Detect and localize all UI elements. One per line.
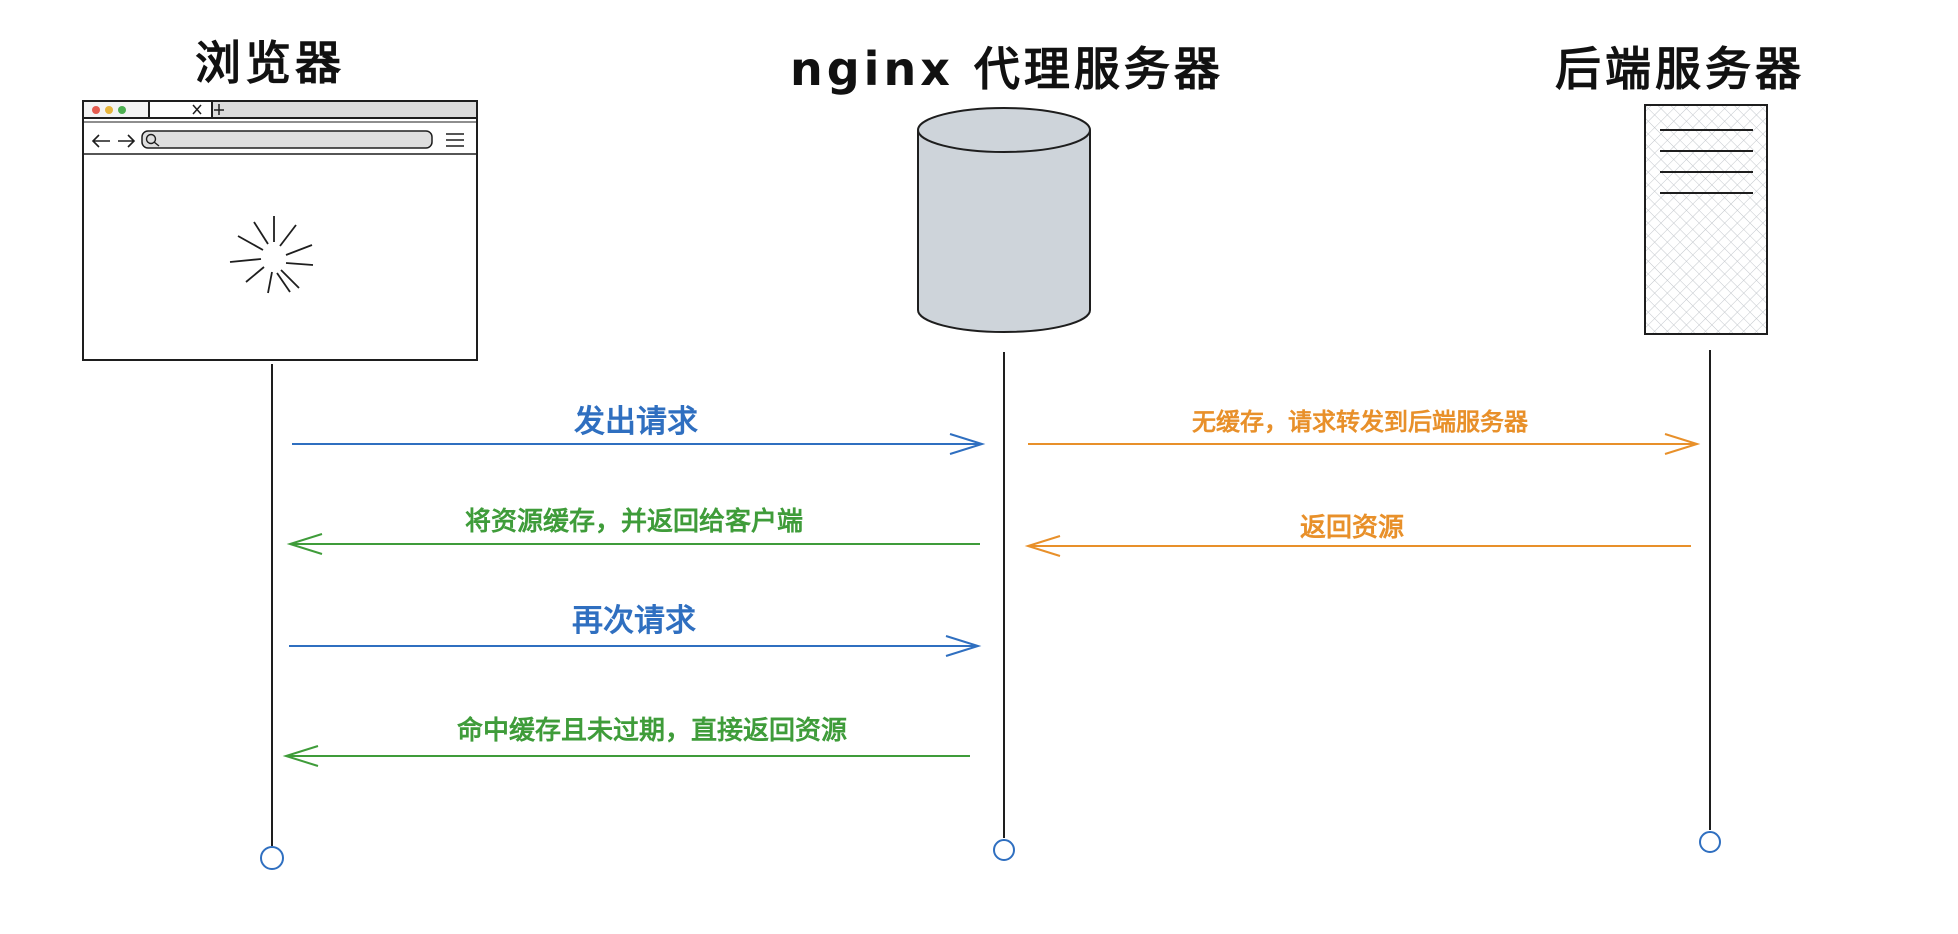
lifeline-browser: [260, 364, 284, 870]
message-label-request: 发出请求: [574, 404, 698, 440]
server-rack-icon: [1644, 104, 1768, 335]
arrow-request-again: [289, 635, 982, 657]
message-label-cache-return: 将资源缓存，并返回给客户端: [464, 507, 804, 537]
loading-spinner-icon: [229, 216, 314, 294]
message-label-forward: 无缓存，请求转发到后端服务器: [1192, 408, 1528, 436]
message-label-request-again: 再次请求: [572, 603, 696, 639]
participant-title-backend: 后端服务器: [1555, 42, 1805, 96]
arrow-return-resource: [1024, 535, 1691, 557]
arrow-cache-hit-return: [282, 745, 970, 767]
database-cylinder-icon: [917, 107, 1091, 333]
arrow-request: [292, 433, 986, 455]
browser-window-icon: [82, 100, 478, 361]
lifeline-backend: [1699, 350, 1721, 853]
arrow-cache-and-return: [286, 533, 980, 555]
arrow-forward-to-backend: [1028, 433, 1701, 455]
message-label-cache-hit: 命中缓存且未过期，直接返回资源: [456, 716, 848, 746]
participant-title-proxy: nginx 代理服务器: [790, 42, 1224, 96]
message-label-return-resource: 返回资源: [1299, 513, 1405, 543]
participant-title-browser: 浏览器: [195, 36, 345, 90]
lifeline-proxy: [993, 352, 1015, 861]
